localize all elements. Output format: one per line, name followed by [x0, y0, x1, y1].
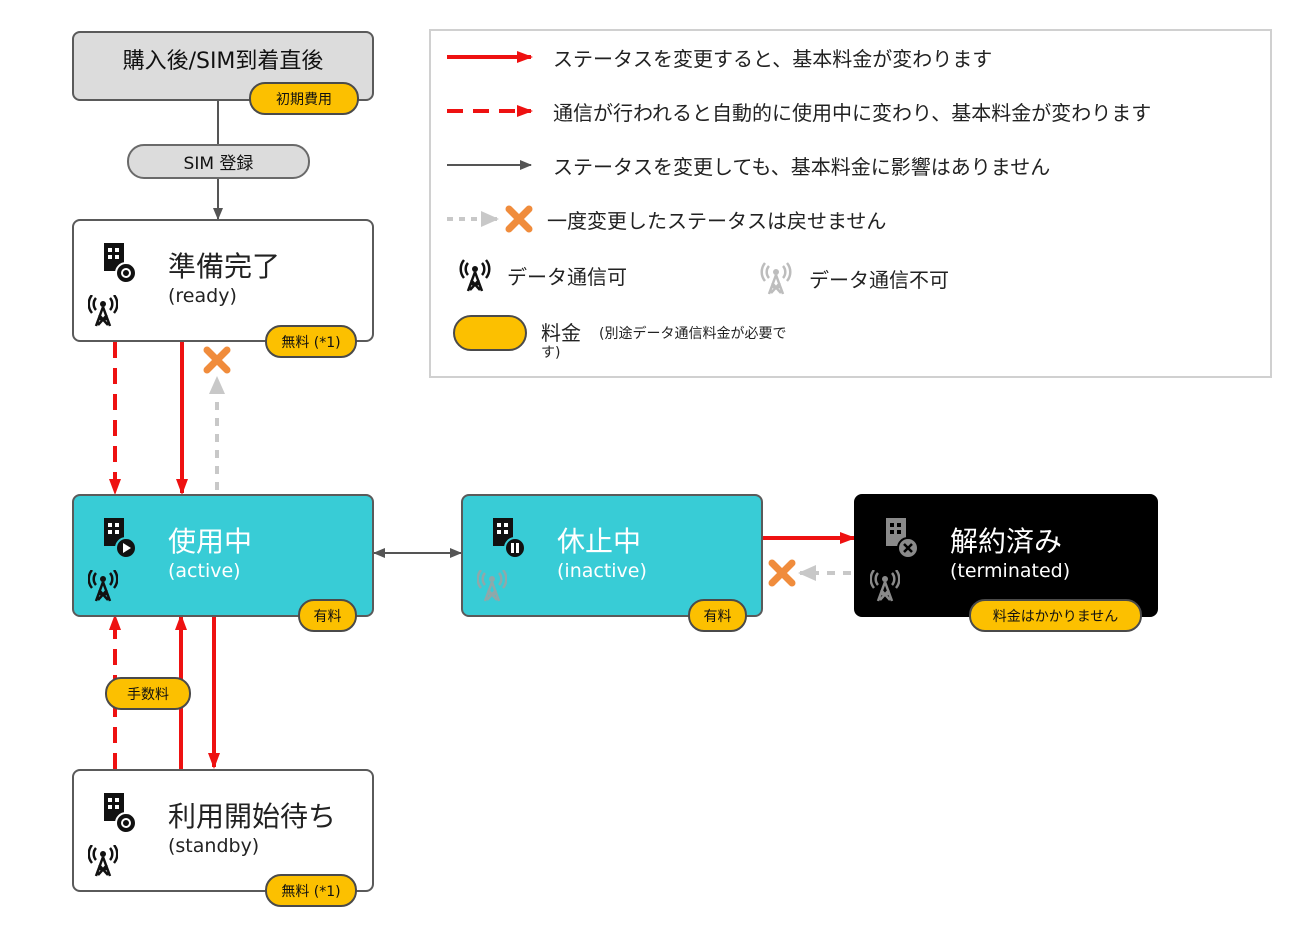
antenna-disabled-icon — [477, 570, 507, 602]
state-ready-sub: (ready) — [168, 285, 237, 307]
state-standby: 利用開始待ち (standby) — [72, 769, 374, 892]
antenna-disabled-icon — [870, 570, 900, 602]
ready-fee-badge: 無料 (*1) — [265, 325, 357, 358]
legend-red-dashed-text: 通信が行われると自動的に使用中に変わり、基本料金が変わります — [553, 101, 1152, 125]
inactive-fee-badge: 有料 — [688, 599, 747, 632]
state-terminated-sub: (terminated) — [950, 560, 1071, 582]
state-standby-title: 利用開始待ち — [168, 800, 337, 833]
sim-play-icon — [104, 518, 136, 559]
antenna-enabled-icon — [459, 259, 491, 292]
sim-pause-icon — [493, 518, 525, 559]
antenna-enabled-icon — [88, 295, 118, 327]
purchase-state-label: 購入後/SIM到着直後 — [122, 49, 324, 74]
legend-irreversible-text: 一度変更したステータスは戻せません — [547, 209, 887, 233]
transition-fee-badge: 手数料 — [105, 677, 191, 710]
state-ready-title: 準備完了 — [168, 250, 281, 283]
antenna-disabled-icon — [760, 262, 792, 295]
initial-fee-badge: 初期費用 — [249, 82, 359, 115]
sim-cancel-icon — [886, 518, 918, 559]
purchase-state-box: 購入後/SIM到着直後 — [72, 31, 374, 101]
legend-data-off-text: データ通信不可 — [809, 268, 949, 292]
legend-fee-note: (別途データ通信料金が必要です) — [541, 326, 787, 361]
legend-fee-text: 料金 — [541, 321, 581, 345]
blocked-x-icon — [768, 559, 796, 587]
state-inactive-sub: (inactive) — [557, 560, 647, 582]
antenna-enabled-icon — [88, 570, 118, 602]
state-active: 使用中 (active) — [72, 494, 374, 617]
legend-gray-text: ステータスを変更しても、基本料金に影響はありません — [553, 155, 1051, 179]
blocked-x-icon — [203, 346, 231, 374]
state-active-title: 使用中 — [168, 525, 253, 558]
antenna-enabled-icon — [88, 845, 118, 877]
standby-fee-badge: 無料 (*1) — [265, 874, 357, 907]
terminated-fee-badge: 料金はかかりません — [969, 599, 1142, 632]
sim-settings-icon — [104, 793, 136, 834]
legend-symbols — [447, 51, 792, 351]
state-inactive: 休止中 (inactive) — [461, 494, 763, 617]
legend-panel: ステータスを変更すると、基本料金が変わります 通信が行われると自動的に使用中に変… — [429, 29, 1272, 378]
legend-fee-swatch — [453, 315, 527, 351]
state-ready: 準備完了 (ready) — [72, 219, 374, 342]
state-terminated: 解約済み (terminated) — [854, 494, 1158, 617]
active-fee-badge: 有料 — [298, 599, 357, 632]
state-active-sub: (active) — [168, 560, 241, 582]
state-terminated-title: 解約済み — [950, 525, 1063, 558]
legend-data-on-text: データ通信可 — [507, 265, 627, 289]
legend-red-solid-text: ステータスを変更すると、基本料金が変わります — [553, 47, 993, 71]
sim-register-pill: SIM 登録 — [127, 144, 310, 179]
sim-settings-icon — [104, 243, 136, 284]
state-standby-sub: (standby) — [168, 835, 260, 857]
state-inactive-title: 休止中 — [557, 525, 642, 558]
blocked-x-icon — [505, 205, 533, 233]
